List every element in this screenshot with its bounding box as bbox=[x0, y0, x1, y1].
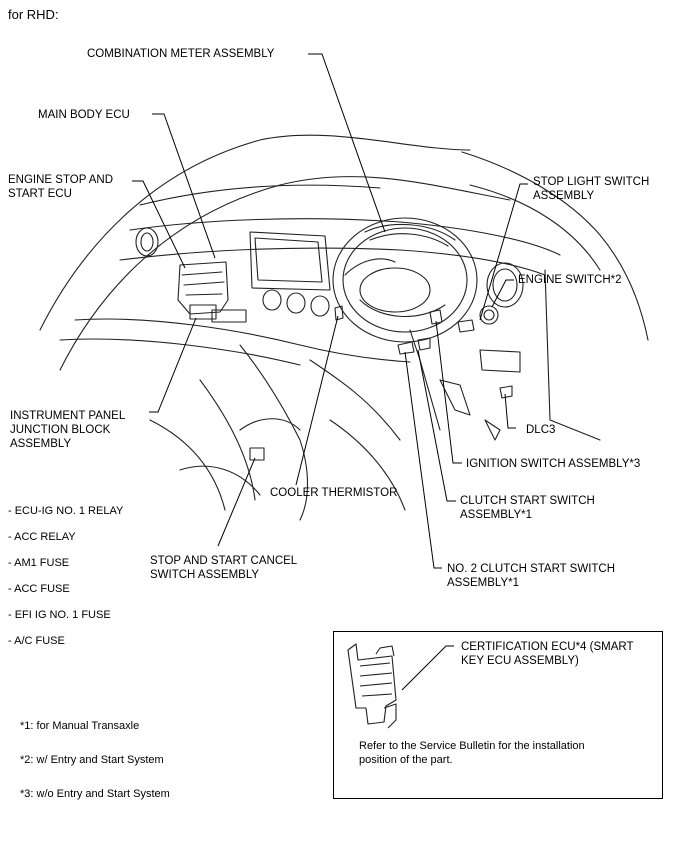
leader-certification bbox=[401, 645, 454, 691]
left-vent bbox=[135, 227, 159, 257]
label-ignition-switch: IGNITION SWITCH ASSEMBLY*3 bbox=[466, 458, 641, 470]
leader-cooler-thermistor bbox=[295, 315, 339, 486]
jb-component-item: - EFI IG NO. 1 FUSE bbox=[8, 609, 111, 621]
footnote: *3: w/o Entry and Start System bbox=[20, 788, 170, 800]
jb-component-item: - ACC RELAY bbox=[8, 531, 76, 543]
footnote: *2: w/ Entry and Start System bbox=[20, 754, 164, 766]
certification-ecu-drawing bbox=[347, 643, 397, 729]
label-combination-meter: COMBINATION METER ASSEMBLY bbox=[87, 48, 275, 60]
certification-note: Refer to the Service Bulletin for the in… bbox=[359, 740, 585, 766]
label-clutch-start-switch: CLUTCH START SWITCH ASSEMBLY*1 bbox=[460, 495, 595, 521]
center-console bbox=[239, 344, 309, 521]
label-engine-switch: ENGINE SWITCH*2 bbox=[518, 274, 622, 286]
label-stop-start-cancel: STOP AND START CANCEL SWITCH ASSEMBLY bbox=[150, 555, 298, 581]
dash-top-line bbox=[59, 176, 511, 371]
leader-engine-switch bbox=[491, 279, 514, 308]
engine-switch-body bbox=[479, 305, 499, 325]
label-engine-stop-start-ecu: ENGINE STOP AND START ECU bbox=[8, 174, 114, 200]
leader-stop-start-cancel bbox=[217, 457, 256, 547]
jb-component-item: - ACC FUSE bbox=[8, 583, 70, 595]
steering-wheel bbox=[332, 217, 478, 343]
leader-no2-clutch bbox=[404, 351, 442, 569]
jb-component-item: - A/C FUSE bbox=[8, 635, 65, 647]
jb-component-item: - AM1 FUSE bbox=[8, 557, 70, 569]
jb-component-item: - ECU-IG NO. 1 RELAY bbox=[8, 505, 124, 517]
leader-clutch-start bbox=[417, 349, 456, 502]
center-display bbox=[254, 237, 323, 283]
certification-ecu-box bbox=[333, 631, 663, 799]
leader-engine-stop-start bbox=[132, 180, 186, 269]
label-instrument-panel-jb: INSTRUMENT PANEL JUNCTION BLOCK ASSEMBLY bbox=[10, 410, 126, 450]
page-title: for RHD: bbox=[8, 7, 59, 22]
footnote: *1: for Manual Transaxle bbox=[20, 720, 140, 732]
label-main-body-ecu: MAIN BODY ECU bbox=[38, 109, 130, 121]
label-stop-light-switch: STOP LIGHT SWITCH ASSEMBLY bbox=[533, 176, 650, 202]
label-certification-ecu: CERTIFICATION ECU*4 (SMART KEY ECU ASSEM… bbox=[461, 641, 634, 667]
leader-combination-meter bbox=[308, 53, 386, 233]
label-dlc3: DLC3 bbox=[526, 424, 556, 436]
windshield-line bbox=[39, 134, 471, 331]
label-no2-clutch-start: NO. 2 CLUTCH START SWITCH ASSEMBLY*1 bbox=[447, 563, 616, 589]
leader-stop-light bbox=[479, 183, 528, 321]
leader-dlc3 bbox=[504, 393, 516, 429]
leader-main-body-ecu bbox=[152, 113, 216, 259]
junction-block-ecu bbox=[177, 261, 229, 315]
label-cooler-thermistor: COOLER THERMISTOR bbox=[270, 487, 398, 499]
leader-ignition-switch bbox=[435, 320, 462, 464]
leader-instrument-panel-jb bbox=[149, 317, 197, 413]
